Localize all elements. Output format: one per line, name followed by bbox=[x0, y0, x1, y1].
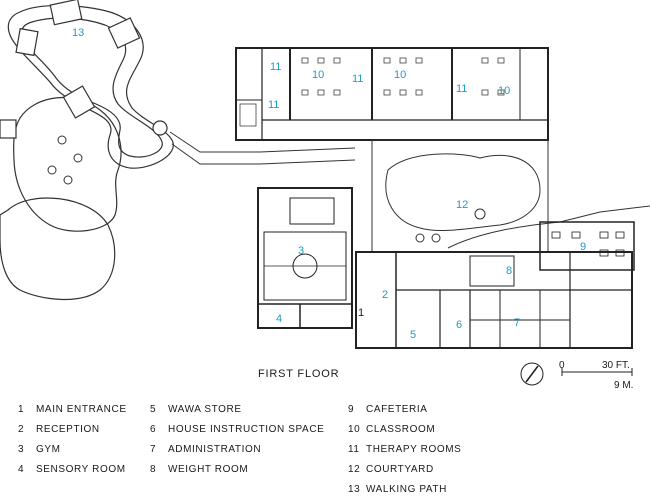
legend-number: 2 bbox=[18, 424, 25, 435]
plan-label-12: 12 bbox=[456, 199, 468, 211]
cafeteria bbox=[539, 221, 635, 271]
scale-meters: 9 M. bbox=[614, 380, 633, 391]
plan-label-10: 10 bbox=[394, 69, 406, 81]
administration-wing bbox=[355, 251, 633, 349]
legend-number: 5 bbox=[150, 404, 157, 415]
legend-column-2: 5 WAWA STORE 6 HOUSE INSTRUCTION SPACE 7 ADMI… bbox=[150, 400, 324, 480]
plan-label-2: 2 bbox=[382, 289, 388, 301]
legend-item: 4 SENSORY ROOM bbox=[18, 460, 127, 480]
legend-column-3: 9 CAFETERIA 10 CLASSROOM 11 THERAPY ROOMS 12 CO… bbox=[348, 400, 461, 500]
legend-item: 6 HOUSE INSTRUCTION SPACE bbox=[150, 420, 324, 440]
plan-label-1: 1 bbox=[358, 307, 364, 319]
legend-number: 3 bbox=[18, 444, 25, 455]
plan-label-9: 9 bbox=[580, 241, 586, 253]
legend-label: WEIGHT ROOM bbox=[168, 464, 249, 475]
legend-item: 5 WAWA STORE bbox=[150, 400, 324, 420]
legend-item: 12 COURTYARD bbox=[348, 460, 461, 480]
walking-path-area bbox=[0, 5, 174, 300]
legend-label: CLASSROOM bbox=[366, 424, 436, 435]
legend-label: HOUSE INSTRUCTION SPACE bbox=[168, 424, 325, 435]
floor-caption: FIRST FLOOR bbox=[258, 368, 340, 380]
legend-number: 12 bbox=[348, 464, 361, 475]
plan-label-13: 13 bbox=[72, 27, 84, 39]
plan-label-11: 11 bbox=[456, 83, 467, 95]
legend-item: 11 THERAPY ROOMS bbox=[348, 440, 461, 460]
legend-item: 1 MAIN ENTRANCE bbox=[18, 400, 127, 420]
plan-label-6: 6 bbox=[456, 319, 462, 331]
legend-column-1: 1 MAIN ENTRANCE 2 RECEPTION 3 GYM 4 SENSORY ROO… bbox=[18, 400, 127, 480]
legend-number: 6 bbox=[150, 424, 157, 435]
legend: 1 MAIN ENTRANCE 2 RECEPTION 3 GYM 4 SENSORY ROO… bbox=[18, 400, 638, 500]
plan-label-4: 4 bbox=[276, 313, 282, 325]
legend-label: COURTYARD bbox=[366, 464, 434, 475]
walking-path-shelters bbox=[0, 0, 168, 139]
legend-label: THERAPY ROOMS bbox=[366, 444, 462, 455]
classroom-wing bbox=[235, 47, 549, 141]
classroom-desks bbox=[239, 57, 505, 127]
legend-number: 11 bbox=[348, 444, 360, 455]
legend-number: 4 bbox=[18, 464, 25, 475]
plan-label-11: 11 bbox=[352, 73, 363, 85]
north-arrow-icon bbox=[520, 362, 544, 386]
legend-label: CAFETERIA bbox=[366, 404, 428, 415]
scale-feet: 30 FT. bbox=[602, 360, 630, 371]
legend-label: GYM bbox=[36, 444, 61, 455]
plan-label-8: 8 bbox=[506, 265, 512, 277]
walkway bbox=[169, 131, 356, 165]
plan-label-10: 10 bbox=[498, 85, 510, 97]
legend-item: 8 WEIGHT ROOM bbox=[150, 460, 324, 480]
legend-number: 1 bbox=[18, 404, 25, 415]
legend-label: WALKING PATH bbox=[366, 484, 447, 495]
legend-number: 8 bbox=[150, 464, 157, 475]
legend-item: 7 ADMINISTRATION bbox=[150, 440, 324, 460]
gym-block bbox=[257, 187, 353, 329]
legend-item: 2 RECEPTION bbox=[18, 420, 127, 440]
legend-number: 9 bbox=[348, 404, 355, 415]
walking-path-tables bbox=[47, 135, 83, 185]
plan-label-5: 5 bbox=[410, 329, 416, 341]
legend-item: 13 WALKING PATH bbox=[348, 480, 461, 500]
plan-label-10: 10 bbox=[312, 69, 324, 81]
legend-number: 10 bbox=[348, 424, 361, 435]
plan-label-3: 3 bbox=[298, 245, 304, 257]
plan-label-11: 11 bbox=[270, 61, 281, 73]
legend-label: MAIN ENTRANCE bbox=[36, 404, 127, 415]
legend-item: 9 CAFETERIA bbox=[348, 400, 461, 420]
plan-label-11: 11 bbox=[268, 99, 279, 111]
plan-label-7: 7 bbox=[514, 317, 520, 329]
legend-label: SENSORY ROOM bbox=[36, 464, 126, 475]
legend-label: RECEPTION bbox=[36, 424, 100, 435]
legend-label: WAWA STORE bbox=[168, 404, 242, 415]
legend-number: 13 bbox=[348, 484, 361, 495]
scale-bar: 0 30 FT. 9 M. bbox=[520, 360, 633, 391]
legend-item: 3 GYM bbox=[18, 440, 127, 460]
legend-label: ADMINISTRATION bbox=[168, 444, 262, 455]
legend-number: 7 bbox=[150, 444, 157, 455]
scale-zero: 0 bbox=[559, 360, 565, 371]
legend-item: 10 CLASSROOM bbox=[348, 420, 461, 440]
